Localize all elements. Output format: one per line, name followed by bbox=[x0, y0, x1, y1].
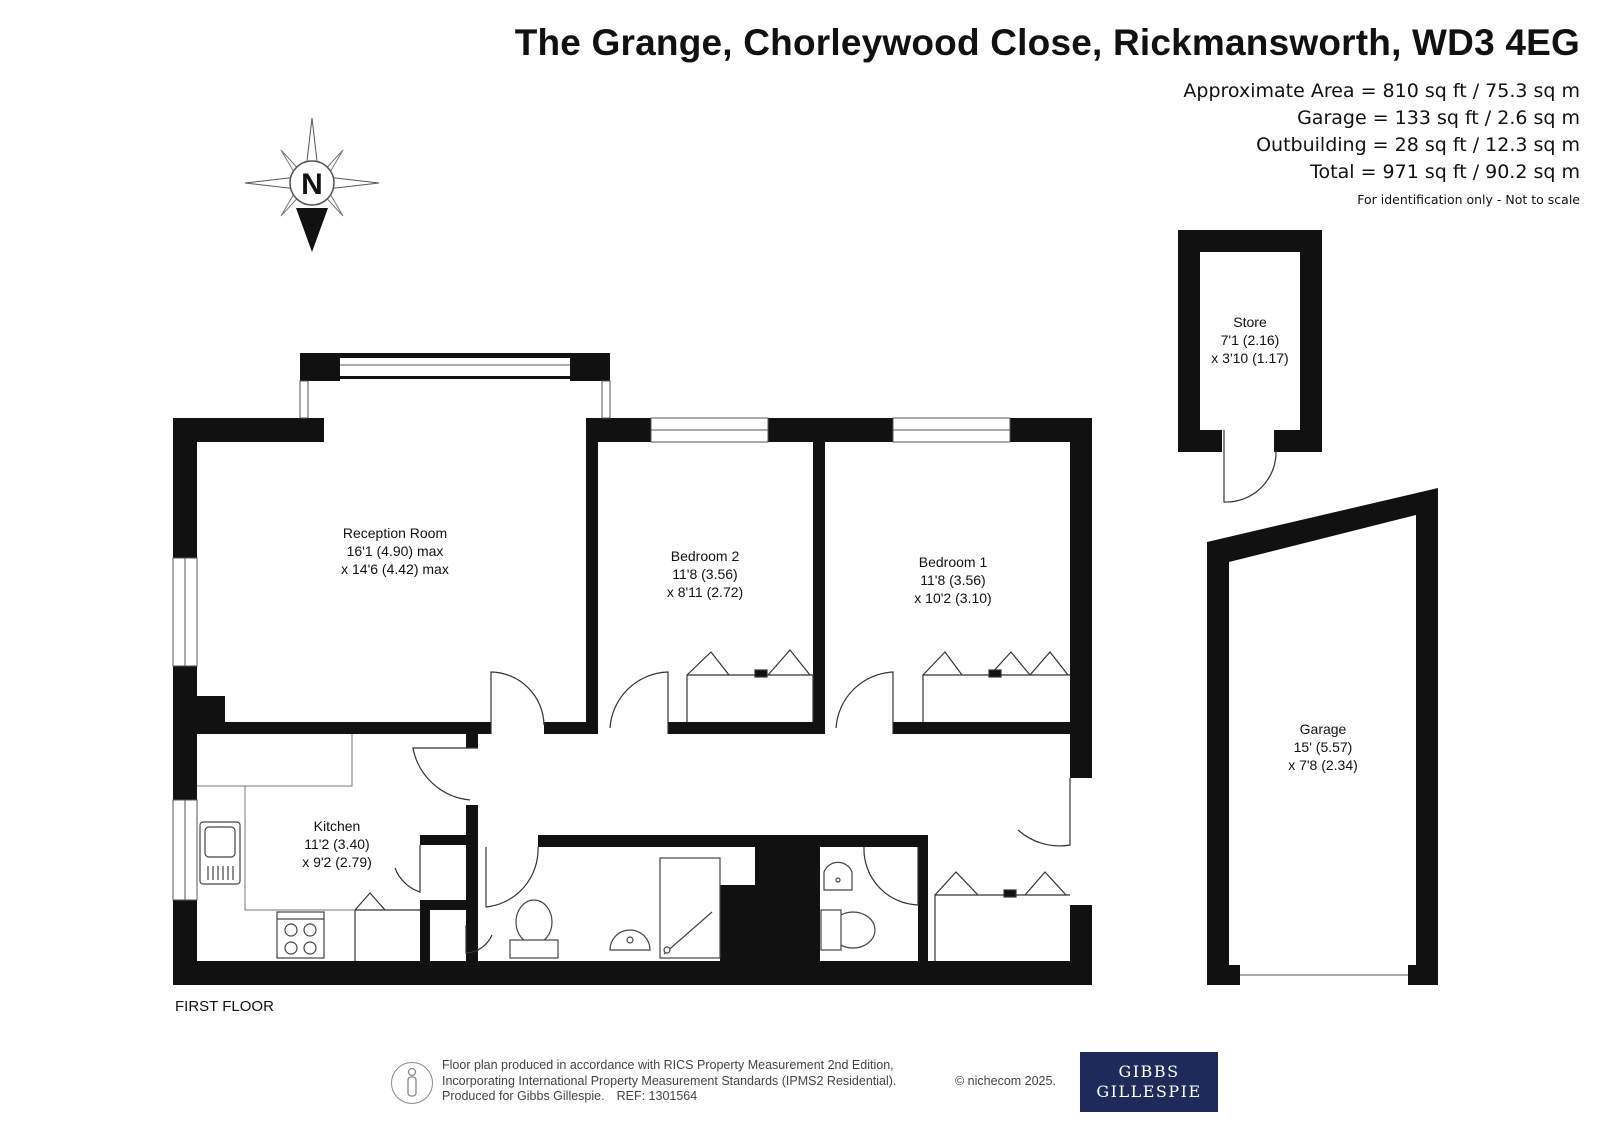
bedroom2-dim1: 11'8 (3.56) bbox=[672, 566, 737, 582]
doors bbox=[394, 671, 1071, 954]
compass-icon: N bbox=[244, 117, 380, 252]
gibbs-gillespie-logo: GIBBS GILLESPIE bbox=[1080, 1052, 1218, 1112]
copyright: © nichecom 2025. bbox=[955, 1074, 1056, 1088]
page-title: The Grange, Chorleywood Close, Rickmansw… bbox=[514, 22, 1580, 63]
reception-room-dim2: x 14'6 (4.42) max bbox=[341, 561, 449, 577]
footer-line2: Incorporating International Property Mea… bbox=[442, 1073, 897, 1088]
kitchen-name: Kitchen bbox=[314, 818, 361, 834]
garage-name: Garage bbox=[1300, 721, 1347, 737]
garage-dim1: 15' (5.57) bbox=[1294, 739, 1353, 755]
store-outbuilding bbox=[1178, 230, 1322, 503]
reception-room-dim1: 16'1 (4.90) max bbox=[347, 543, 444, 559]
bedroom2-dim2: x 8'11 (2.72) bbox=[667, 584, 743, 600]
store-name: Store bbox=[1233, 314, 1267, 330]
outbuilding-area: Outbuilding = 28 sq ft / 12.3 sq m bbox=[1256, 134, 1580, 156]
brand-line2: GILLESPIE bbox=[1096, 1082, 1202, 1101]
wardrobes bbox=[354, 649, 1070, 961]
garage-dim2: x 7'8 (2.34) bbox=[1288, 757, 1358, 773]
kitchen-sink-icon bbox=[199, 821, 241, 885]
bathroom-fittings bbox=[509, 857, 876, 959]
bedroom1-name: Bedroom 1 bbox=[919, 554, 988, 570]
area-summary: Approximate Area = 810 sq ft / 75.3 sq m… bbox=[1183, 78, 1580, 210]
brand-line1: GIBBS bbox=[1118, 1062, 1180, 1081]
store-dim2: x 3'10 (1.17) bbox=[1211, 350, 1288, 366]
compass-label: N bbox=[301, 168, 323, 201]
footer-disclaimer: Floor plan produced in accordance with R… bbox=[442, 1058, 896, 1105]
kitchen-hob-icon bbox=[276, 911, 325, 959]
approximate-area: Approximate Area = 810 sq ft / 75.3 sq m bbox=[1183, 80, 1580, 102]
footer-line1: Floor plan produced in accordance with R… bbox=[442, 1058, 894, 1072]
scale-note: For identification only - Not to scale bbox=[1357, 192, 1580, 207]
kitchen-dim1: 11'2 (3.40) bbox=[304, 836, 369, 852]
garage-area: Garage = 133 sq ft / 2.6 sq m bbox=[1297, 107, 1580, 129]
main-walls bbox=[173, 353, 1092, 985]
bedroom2-name: Bedroom 2 bbox=[671, 548, 740, 564]
bedroom1-dim1: 11'8 (3.56) bbox=[920, 572, 985, 588]
bedroom1-dim2: x 10'2 (3.10) bbox=[914, 590, 991, 606]
footer-ref: REF: 1301564 bbox=[616, 1089, 698, 1103]
garage-outline bbox=[1207, 488, 1438, 987]
rics-person-icon bbox=[391, 1062, 433, 1104]
kitchen-worktop bbox=[197, 734, 355, 911]
store-dim1: 7'1 (2.16) bbox=[1221, 332, 1280, 348]
floor-label: FIRST FLOOR bbox=[175, 998, 274, 1015]
total-area: Total = 971 sq ft / 90.2 sq m bbox=[1310, 161, 1580, 183]
reception-room-name: Reception Room bbox=[343, 525, 447, 541]
kitchen-dim2: x 9'2 (2.79) bbox=[302, 854, 372, 870]
footer-line3: Produced for Gibbs Gillespie. bbox=[442, 1089, 605, 1103]
